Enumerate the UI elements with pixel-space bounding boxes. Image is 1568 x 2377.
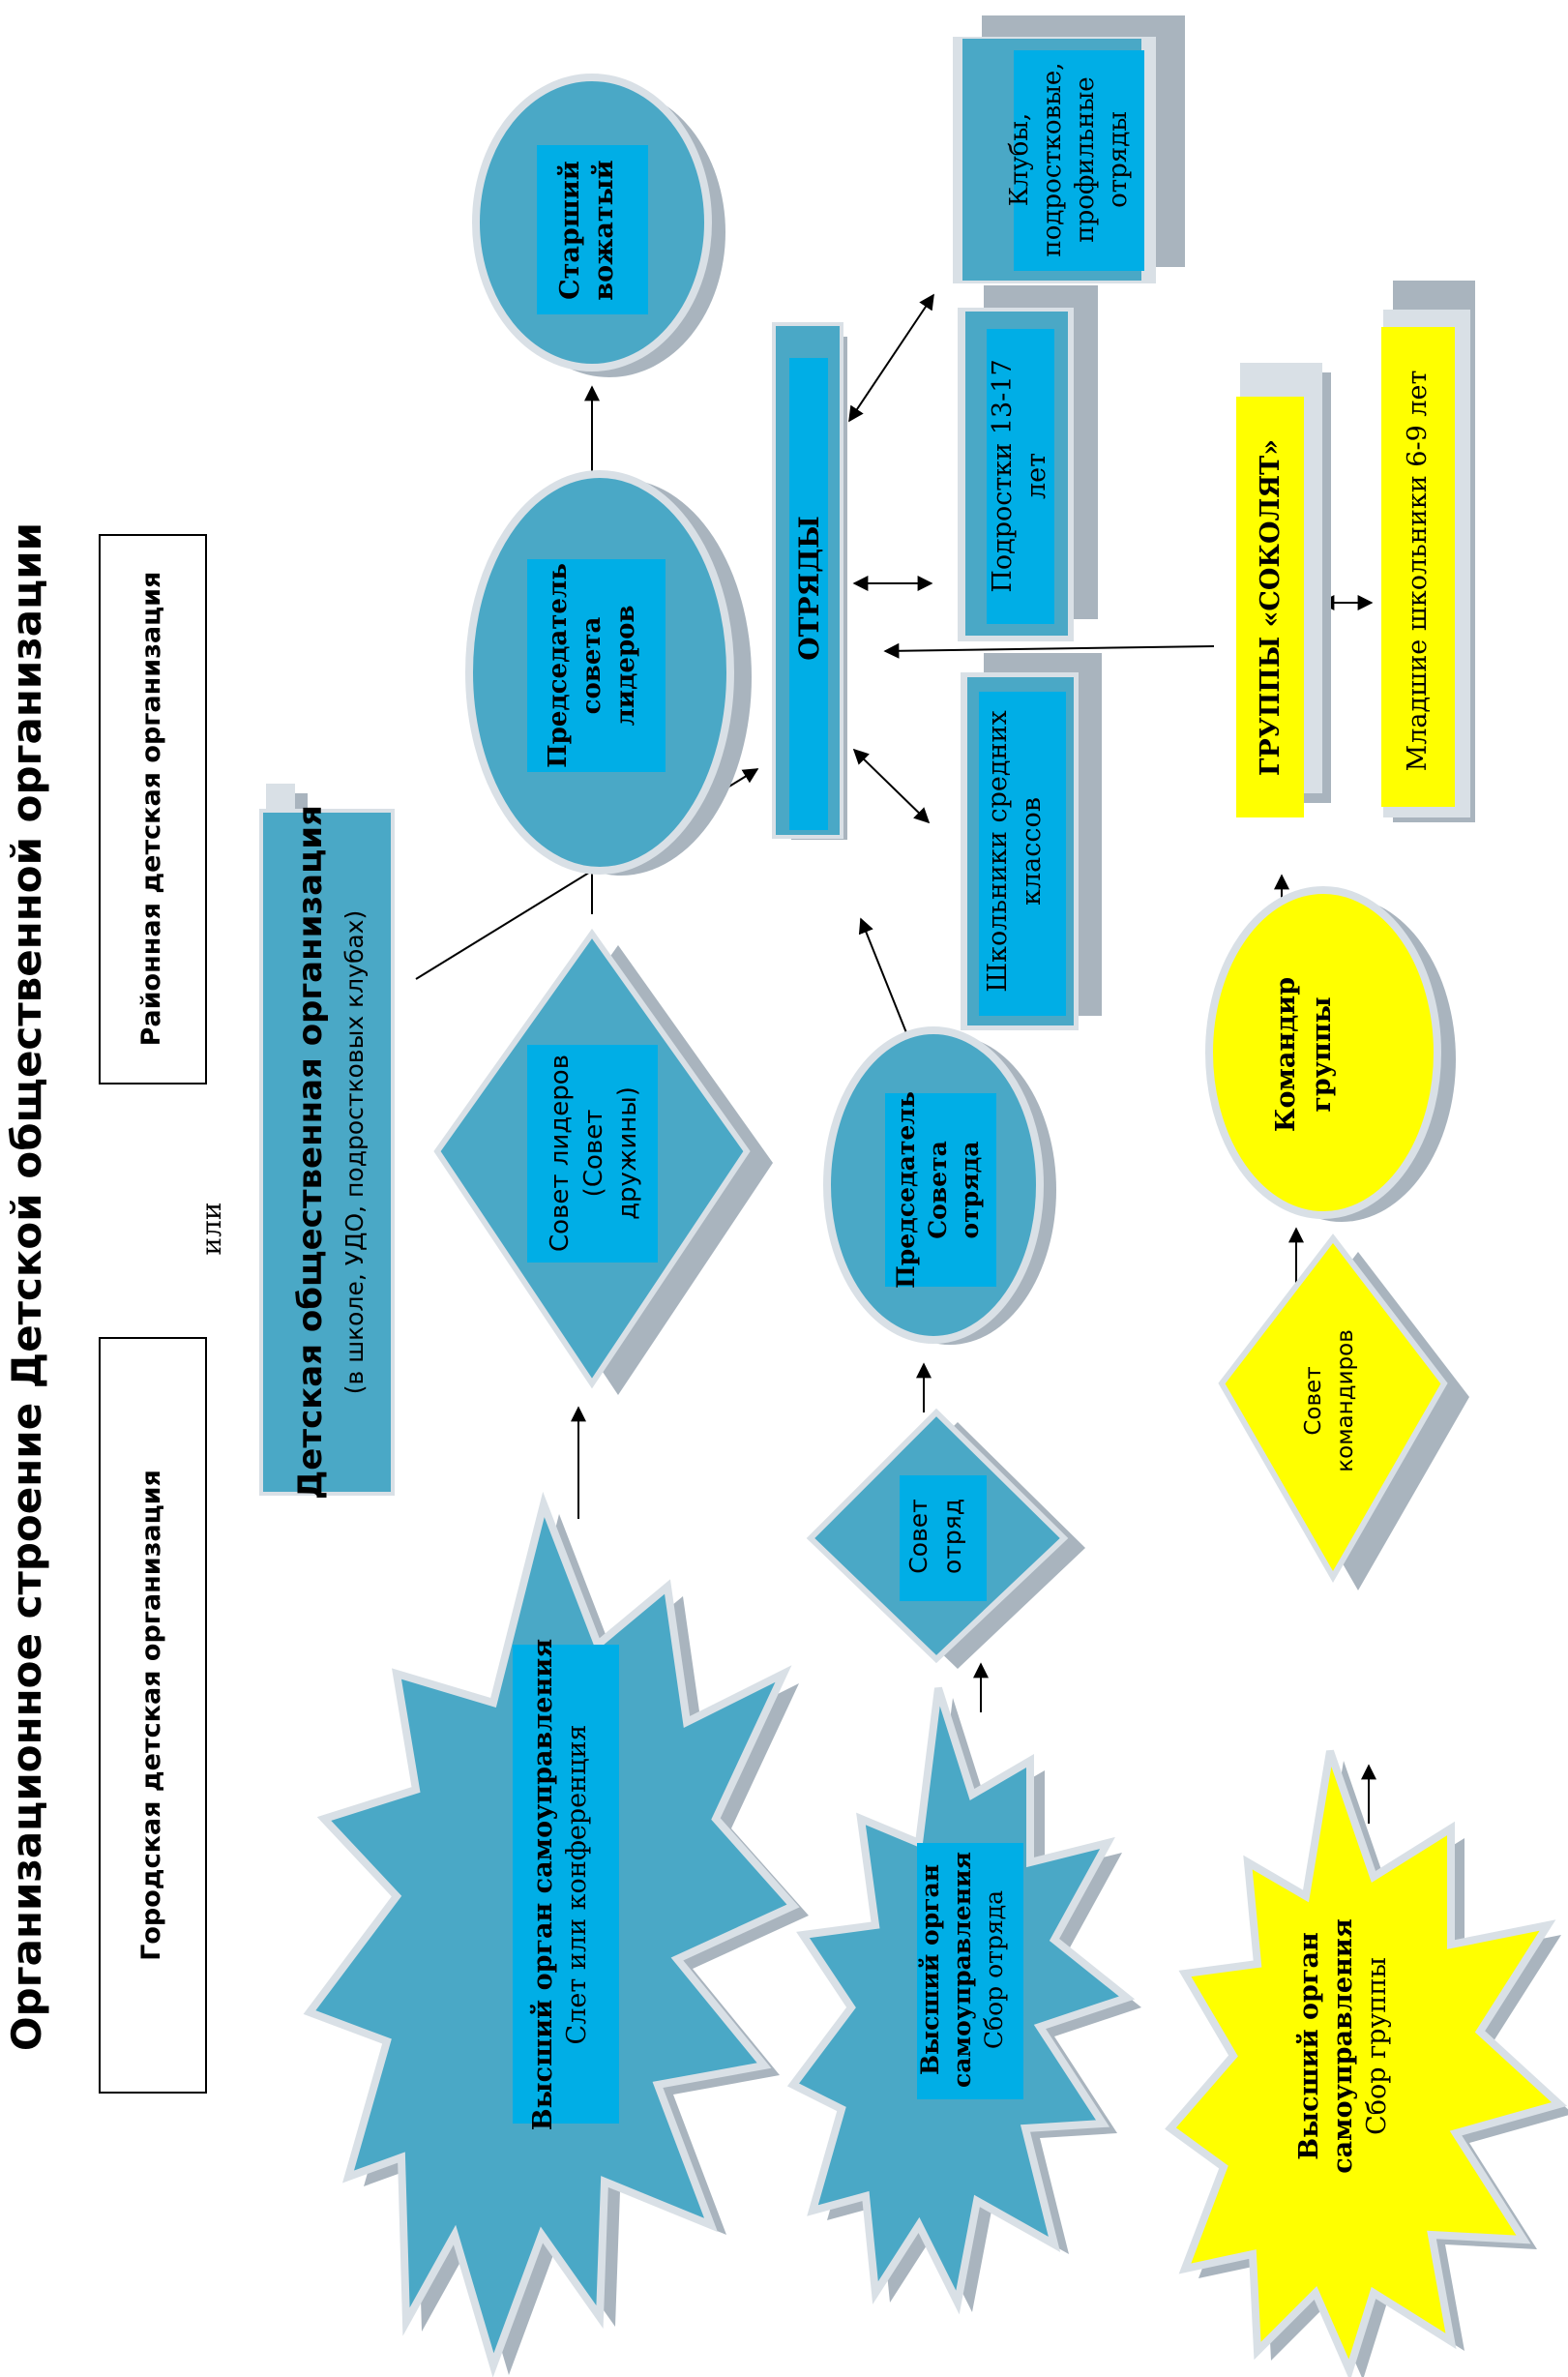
svg-text:лидеров: лидеров (611, 605, 640, 726)
squads-box: ОТРЯДЫ (772, 322, 847, 840)
teens-box: Подростки 13-17 лет (958, 285, 1098, 641)
sokolyata-label: ГРУППЫ «СОКОЛЯТ» (1256, 439, 1286, 776)
svg-text:Районная детская организация: Районная детская организация (136, 572, 166, 1047)
svg-text:Подростки 13-17: Подростки 13-17 (988, 359, 1018, 592)
svg-text:классов: классов (1017, 797, 1047, 906)
svg-text:совета: совета (577, 616, 606, 714)
junior-box: Младшие школьники 6-9 лет (1381, 281, 1475, 822)
main-org-title: Детская общественная организация (291, 805, 330, 1500)
svg-text:Совета: Совета (924, 1141, 952, 1239)
city-org-box: Городская детская организация (99, 1337, 207, 2094)
svg-text:Высший орган: Высший орган (1294, 1932, 1324, 2160)
svg-text:дружины): дружины) (613, 1086, 642, 1220)
leaders-chair-ellipse: Председатель совета лидеров (465, 470, 752, 876)
or-label: или (195, 1202, 227, 1255)
svg-text:Сбор отряда: Сбор отряда (980, 1890, 1008, 2049)
svg-text:отряд: отряд (938, 1499, 966, 1574)
svg-text:группы: группы (1307, 996, 1337, 1112)
svg-text:лет: лет (1021, 453, 1051, 499)
squad-council-diamond: Совет отряд (806, 1408, 1085, 1669)
clubs-box: Клубы, подростковые, профильные отряды (953, 15, 1185, 283)
svg-text:самоуправления: самоуправления (1328, 1918, 1358, 2174)
middle-school-box: Школьники средних классов (961, 653, 1102, 1030)
svg-text:Высший орган: Высший орган (916, 1864, 944, 2075)
svg-text:вожатый: вожатый (589, 160, 619, 300)
svg-text:Совет лидеров: Совет лидеров (546, 1055, 575, 1252)
group-supreme-starburst: Высший орган самоуправления Сбор группы (1165, 1749, 1568, 2377)
svg-text:подростковые,: подростковые, (1038, 62, 1067, 256)
svg-text:Совет: Совет (1301, 1366, 1326, 1435)
svg-text:Председатель: Председатель (544, 563, 573, 768)
svg-text:профильные: профильные (1071, 76, 1100, 242)
svg-text:Командир: Командир (1271, 977, 1301, 1132)
supreme-org-starburst: Высший орган самоуправления Слет или кон… (303, 1491, 809, 2377)
sokolyata-box: ГРУППЫ «СОКОЛЯТ» (1236, 363, 1331, 817)
group-commander-ellipse: Командир группы (1205, 886, 1456, 1222)
main-org-subtitle: (в школе, УДО, подростковых клубах) (340, 910, 369, 1394)
page-title: Организационное строение Детской обществ… (3, 522, 50, 2051)
svg-text:Школьники средних: Школьники средних (983, 710, 1013, 992)
svg-text:самоуправления: самоуправления (948, 1852, 976, 2088)
svg-text:Городская детская организация: Городская детская организация (136, 1470, 166, 1961)
commanders-council-diamond: Совет командиров (1218, 1233, 1469, 1590)
svg-text:командиров: командиров (1333, 1329, 1358, 1472)
squad-chair-ellipse: Председатель Совета отряда (823, 1026, 1056, 1345)
senior-counselor-ellipse: Старший вожатый (472, 74, 725, 377)
svg-text:Слет или конференция: Слет или конференция (562, 1725, 592, 2045)
leaders-council-diamond: Совет лидеров (Совет дружины) (433, 928, 773, 1395)
svg-text:Совет: Совет (904, 1499, 932, 1573)
squad-supreme-starburst: Высший орган самоуправления Сбор отряда (786, 1686, 1141, 2315)
main-org-box: Детская общественная организация (в школ… (259, 784, 395, 1500)
svg-text:Клубы,: Клубы, (1005, 113, 1034, 207)
squads-label: ОТРЯДЫ (793, 516, 825, 661)
svg-text:Высший орган самоуправления: Высший орган самоуправления (528, 1639, 558, 2130)
district-org-box: Районная детская организация (99, 534, 207, 1085)
svg-text:отряда: отряда (956, 1142, 984, 1239)
svg-text:Председатель: Председатель (892, 1091, 920, 1289)
svg-text:(Совет: (Совет (579, 1110, 608, 1198)
junior-label: Младшие школьники 6-9 лет (1403, 371, 1433, 772)
svg-text:отряды: отряды (1104, 111, 1133, 208)
svg-text:Сбор группы: Сбор группы (1362, 1957, 1392, 2135)
svg-text:Старший: Старший (555, 161, 585, 300)
